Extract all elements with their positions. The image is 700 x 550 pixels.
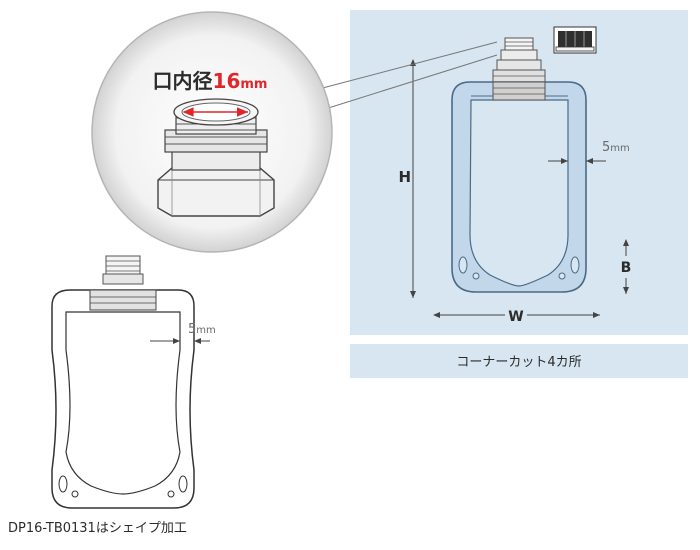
left-shaped-pouch [51,255,195,509]
right-spec-panel: H W B 5mm [350,10,688,335]
corner-cut-caption: コーナーカット4カ所 [456,355,581,370]
width-label: W [508,309,523,325]
spout-zoom-callout: 口内径16mm [91,11,333,253]
right-pouch-outline [451,81,587,293]
right-spout [492,37,546,83]
seal-width-label: 5mm [602,140,630,155]
caption-band [350,344,688,378]
bottom-label: B [621,260,632,276]
cap-icon [553,26,597,54]
shape-process-caption: DP16-TB0131はシェイプ加工 [8,521,187,536]
callout-line-top [314,41,498,91]
callout-line-bottom [321,54,498,111]
height-label: H [398,168,411,186]
spout-inner-diameter-label: 口内径16mm [153,69,268,93]
left-seal-width-label: 5mm [188,322,216,337]
enlarged-spout [157,98,275,217]
